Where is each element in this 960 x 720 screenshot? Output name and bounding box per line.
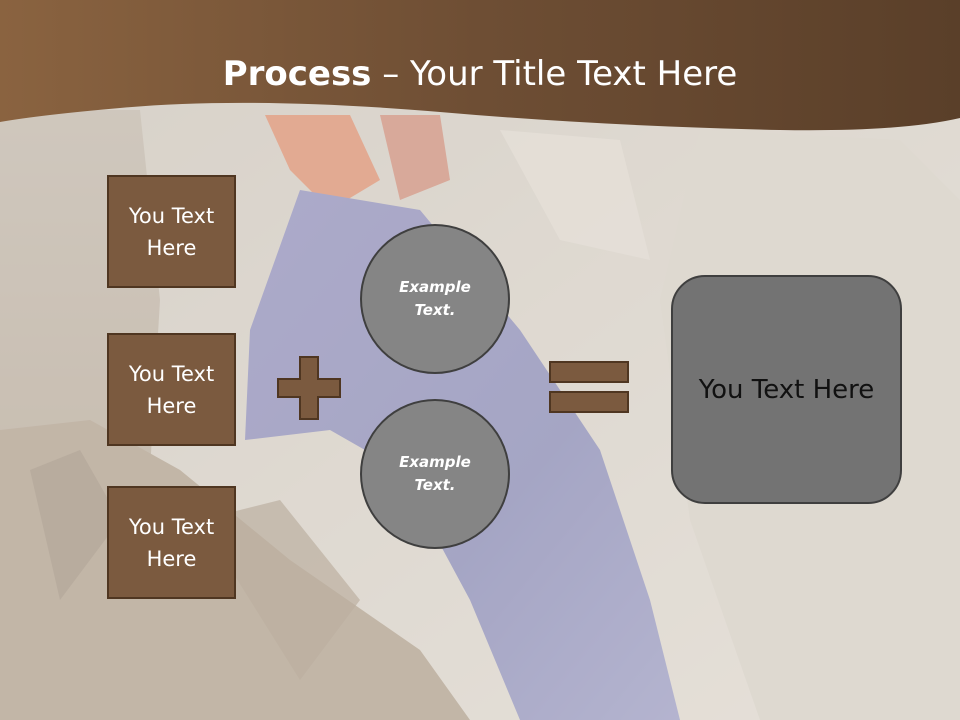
input-box-1: You Text Here — [107, 175, 236, 288]
input-box-3: You Text Here — [107, 486, 236, 599]
plus-icon — [277, 356, 341, 420]
title-rest-part: – Your Title Text Here — [371, 54, 738, 94]
header-banner — [0, 0, 960, 131]
input-box-2: You Text Here — [107, 333, 236, 446]
equals-icon — [549, 361, 629, 413]
title-bold-part: Process — [222, 54, 372, 94]
example-circle-1: Example Text. — [360, 224, 510, 374]
slide-title: Process – Your Title Text Here — [0, 52, 960, 96]
example-circle-2: Example Text. — [360, 399, 510, 549]
result-box: You Text Here — [671, 275, 902, 504]
